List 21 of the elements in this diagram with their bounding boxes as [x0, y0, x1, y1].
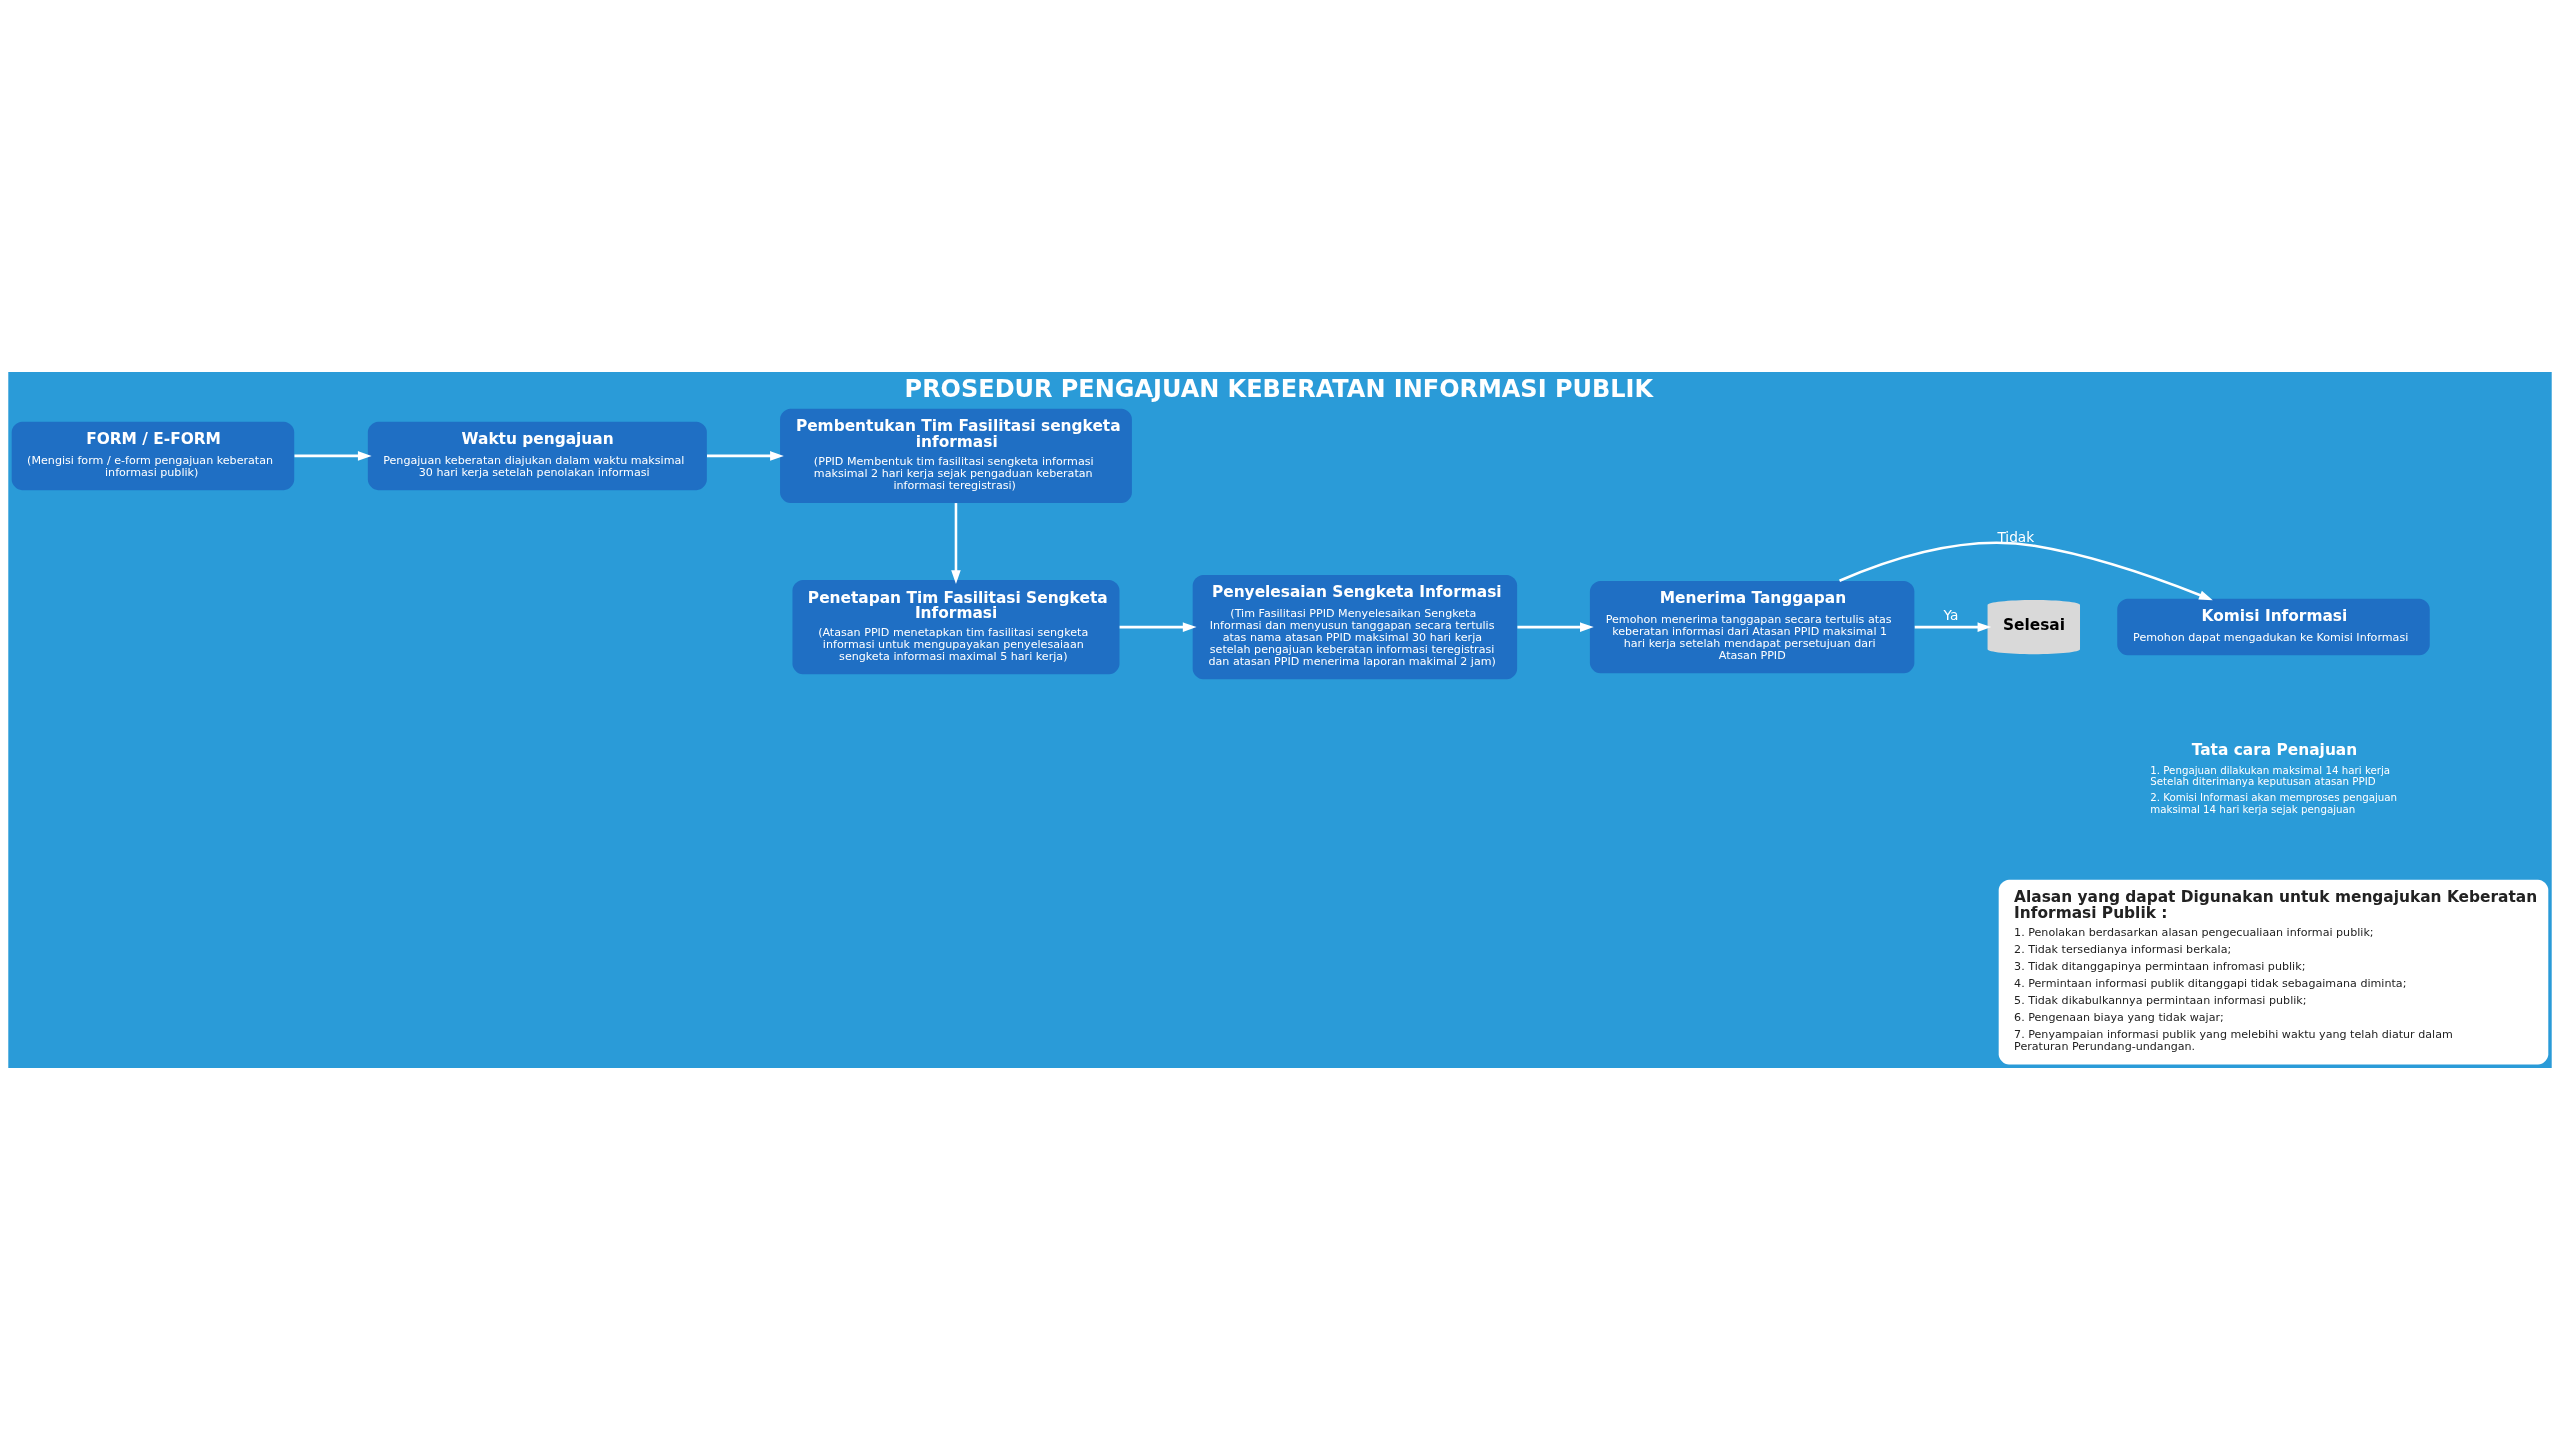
edge-label: Tidak: [1997, 529, 2035, 546]
node-box: Penetapan Tim Fasilitasi Sengketa Informasi (Atasan PPID menetapkan tim fasilitasi sengketa informasi untuk mengupayakan penyelesaiaan sengketa informasi maximal 5 hari kerja): [792, 580, 1120, 675]
node-box: Penyelesaian Sengketa Informasi (Tim Fasilitasi PPID Menyelesaikan Sengketa Informasi dan menyusun tanggapan secara tertulis atas nama atasan PPID maksimal 30 hari kerja setelah pengajuan keberatan informasi teregistrasi dan atasan PPID menerima laporan makimal 2 jam): [1192, 574, 1518, 680]
diagram-title: PROSEDUR PENGAJUAN KEBERATAN INFORMASI PUBLIK: [904, 375, 1653, 404]
arrow: [707, 451, 784, 461]
arrow: [1517, 622, 1594, 632]
arrow: [294, 451, 372, 461]
arrow: [1914, 622, 1992, 632]
label: 1. Pengajuan dilakukan maksimal 14 hari kerja Setelah diterimanya keputusan atasan PPID: [2150, 764, 2391, 788]
arrow: [951, 503, 961, 584]
node-box: Alasan yang dapat Digunakan untuk mengajukan Keberatan Informasi Publik : 1. Penolakan berdasarkan alasan pengecualiaan informai publik; 2. Tidak tersedianya informasi berkala; 3. Tidak ditanggapinya permintaan infromasi publik; 4. Permintaan informasi publik ditanggapi tidak sebagaimana diminta; 5. Tidak dikabulkannya permintaan informasi publik; 6. Pengenaan biaya yang tidak wajar; 7. Penyampaian informasi publik yang melebihi waktu yang telah diatur dalam Peraturan Perundang-undangan.: [1998, 879, 2549, 1065]
arrow: [1839, 541, 2213, 601]
label: Tata cara Penajuan: [2191, 741, 2358, 760]
node-box: Menerima Tanggapan Pemohon menerima tanggapan secara tertulis atas keberatan informasi dari Atasan PPID maksimal 1 hari kerja setelah mendapat persetujuan dari Atasan PPID: [1589, 580, 1915, 674]
node-box: FORM / E-FORM (Mengisi form / e-form pengajuan keberatan informasi publik): [11, 421, 295, 491]
edge-label: Ya: [1943, 607, 1959, 624]
node-box: Waktu pengajuan Pengajuan keberatan diajukan dalam waktu maksimal 30 hari kerja setelah penolakan informasi: [367, 421, 707, 491]
node-box: Komisi Informasi Pemohon dapat mengadukan ke Komisi Informasi: [2117, 598, 2430, 656]
node-box: Pembentukan Tim Fasilitasi sengketa informasi (PPID Membentuk tim fasilitasi sengketa informasi maksimal 2 hari kerja sejak pengaduan keberatan informasi teregistrasi): [780, 408, 1132, 503]
label: 2. Komisi Informasi akan memproses pengajuan maksimal 14 hari kerja sejak pengajuan: [2150, 791, 2398, 815]
arrow: [1119, 622, 1197, 632]
